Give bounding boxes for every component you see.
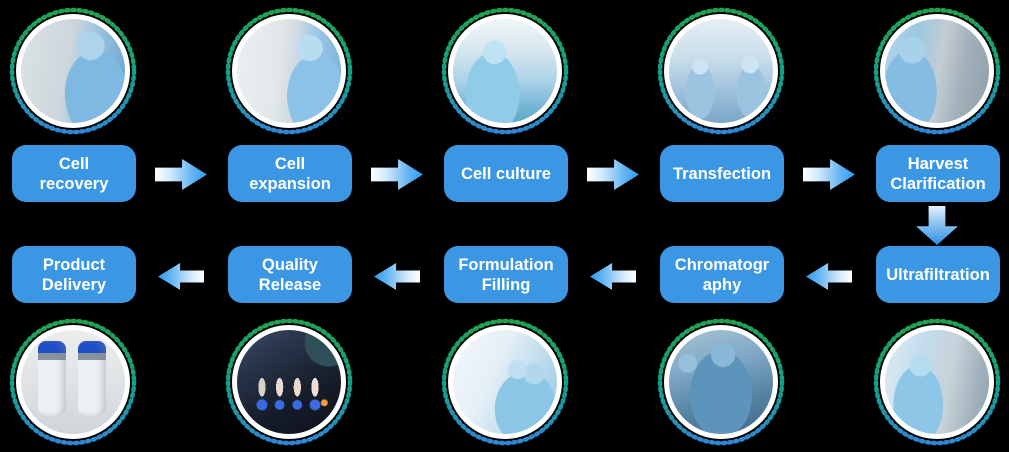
photo-ultrafiltration-image [880, 325, 994, 439]
step-photo-ultrafiltration [873, 318, 1001, 446]
step-label-line: Formulation [458, 255, 554, 274]
photo-formulation-filling-image [448, 325, 562, 439]
step-photo-cell-culture [441, 7, 569, 135]
step-photo-transfection [657, 7, 785, 135]
dotted-ring-icon [657, 7, 785, 135]
photo-quality-release-image [232, 325, 346, 439]
photo-cell-culture-image [448, 14, 562, 128]
step-label-line: aphy [702, 275, 742, 294]
step-label-ultrafiltration: Ultrafiltration [876, 246, 1000, 303]
dotted-ring-icon [9, 318, 137, 446]
step-label-formulation-filling: Formulation Filling [444, 246, 568, 303]
step-photo-product-delivery [9, 318, 137, 446]
step-label-cell-culture: Cell culture [444, 145, 568, 202]
arrow-left-4-icon [806, 263, 852, 290]
dotted-ring-icon [657, 318, 785, 446]
dotted-ring-icon [873, 7, 1001, 135]
step-label-line: Cell [274, 154, 306, 173]
step-label-line: Transfection [672, 164, 772, 183]
dotted-ring-icon [225, 318, 353, 446]
dotted-ring-icon [441, 318, 569, 446]
arrow-right-3-icon [587, 159, 639, 190]
step-label-line: Release [258, 275, 322, 294]
photo-cell-recovery-image [16, 14, 130, 128]
step-photo-formulation-filling [441, 318, 569, 446]
step-photo-cell-expansion [225, 7, 353, 135]
dotted-ring-icon [873, 318, 1001, 446]
arrow-right-1-icon [155, 159, 207, 190]
photo-harvest-clarification-image [880, 14, 994, 128]
step-label-line: Clarification [890, 174, 986, 193]
step-label-line: Cell culture [461, 164, 551, 183]
step-label-line: Chromatogr [674, 255, 770, 274]
step-label-line: expansion [249, 174, 331, 193]
step-label-line: Cell [58, 154, 90, 173]
step-label-transfection: Transfection [660, 145, 784, 202]
arrow-left-3-icon [590, 263, 636, 290]
step-label-line: Filling [481, 275, 531, 294]
arrow-left-2-icon [374, 263, 420, 290]
step-label-line: Quality [262, 255, 318, 274]
step-label-line: Product [42, 255, 106, 274]
photo-product-delivery-image [16, 325, 130, 439]
arrow-left-1-icon [158, 263, 204, 290]
dotted-ring-icon [225, 7, 353, 135]
photo-transfection-image [664, 14, 778, 128]
arrow-right-4-icon [803, 159, 855, 190]
step-label-line: Harvest [907, 154, 969, 173]
photo-chromatography-image [664, 325, 778, 439]
arrow-down-icon [916, 206, 958, 245]
step-label-chromatography: Chromatogr aphy [660, 246, 784, 303]
step-label-quality-release: Quality Release [228, 246, 352, 303]
step-label-cell-recovery: Cell recovery [12, 145, 136, 202]
step-label-cell-expansion: Cell expansion [228, 145, 352, 202]
dotted-ring-icon [9, 7, 137, 135]
step-label-harvest-clarification: Harvest Clarification [876, 145, 1000, 202]
photo-cell-expansion-image [232, 14, 346, 128]
step-photo-quality-release [225, 318, 353, 446]
arrow-right-2-icon [371, 159, 423, 190]
step-label-product-delivery: Product Delivery [12, 246, 136, 303]
step-label-line: recovery [39, 174, 109, 193]
step-photo-cell-recovery [9, 7, 137, 135]
step-label-line: Ultrafiltration [886, 265, 990, 284]
dotted-ring-icon [441, 7, 569, 135]
step-label-line: Delivery [41, 275, 107, 294]
step-photo-chromatography [657, 318, 785, 446]
step-photo-harvest-clarification [873, 7, 1001, 135]
